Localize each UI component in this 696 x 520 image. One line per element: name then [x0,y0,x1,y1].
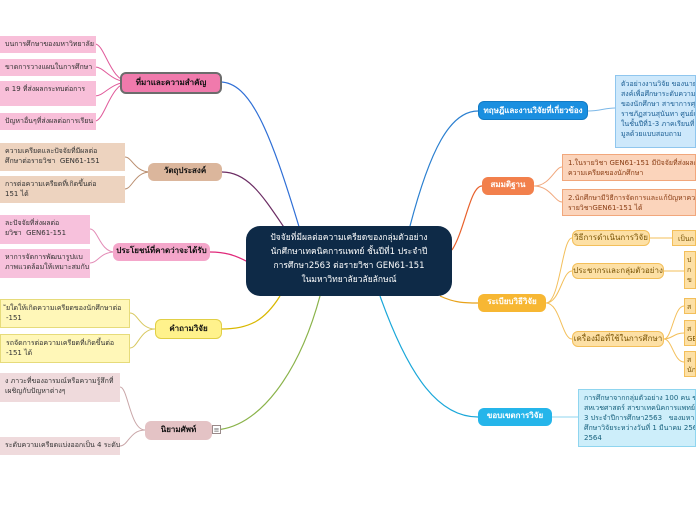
topic-definitions[interactable]: นิยามศัพท์ [145,421,212,440]
topic-methodology[interactable]: ระเบียบวิธีวิจัย [478,294,546,312]
objective-item-1[interactable]: ความเครียดและปัจจัยที่มีผลต่อ ศึกษาต่อรา… [0,143,125,171]
question-item-2[interactable]: รถจัดการต่อความเครียดที่เกิดขึ้นต่อ -151… [0,334,130,363]
background-item-2[interactable]: ขาดการวางแผนในการศึกษา [0,59,96,76]
method-population-detail[interactable]: ป ก ข [684,251,696,289]
hypothesis-item-2[interactable]: 2.นักศึกษามีวิธีการจัดการและแก้ปัญหาควา … [562,189,696,216]
theory-detail[interactable]: ตัวอย่างงานวิจัย ของนาย สงค์เพื่อศึกษาระ… [615,75,696,148]
background-item-3[interactable]: ด 19 ที่ส่งผลกระทบต่อการ [0,81,96,106]
scope-detail[interactable]: การศึกษาจากกลุ่มตัวอย่าง 100 คน ข สหเวชศ… [578,389,696,447]
objective-item-2[interactable]: การต่อความเครียดที่เกิดขึ้นต่อ 151 ได้ [0,176,125,203]
method-sub-instruments[interactable]: เครื่องมือที่ใช้ในการศึกษา [572,331,664,347]
topic-objectives[interactable]: วัตถุประสงค์ [148,163,222,181]
topic-background[interactable]: ที่มาและความสำคัญ [120,72,222,94]
method-instrument-detail-1[interactable]: ส [684,298,696,314]
method-instrument-detail-2[interactable]: ส GE [684,320,696,346]
benefit-item-2[interactable]: หาการจัดการพัฒนารูปแบ ภาพแวดล้อมให้เหมาะ… [0,249,90,278]
central-topic[interactable]: ปัจจัยที่มีผลต่อความเครียดของกลุ่มตัวอย่… [246,226,452,296]
collapse-icon[interactable]: ≡ [212,425,221,434]
topic-benefits[interactable]: ประโยชน์ที่คาดว่าจะได้รับ [113,243,210,261]
question-item-1[interactable]: ัยใดให้เกิดความเครียดของนักศึกษาต่อ -151 [0,299,130,328]
topic-research-questions[interactable]: คำถามวิจัย [155,319,222,339]
topic-theory[interactable]: ทฤษฎีและงานวิจัยที่เกี่ยวข้อง [478,101,588,120]
background-item-1[interactable]: บนการศึกษาของมหาวิทยาลัย [0,36,96,53]
topic-hypothesis[interactable]: สมมติฐาน [482,177,534,195]
method-procedure-detail[interactable]: เป็นก [672,230,696,246]
central-topic-line2: นักศึกษาเทคนิคการแพทย์ ชั้นปีที่1 ประจำป… [270,247,428,257]
definition-item-2[interactable]: ระดับความเครียดแบ่งออกเป็น 4 ระดับ [0,437,120,455]
hypothesis-item-1[interactable]: 1.ในรายวิชา GEN61-151 มีปัจจัยที่ส่งผลต … [562,154,696,181]
background-item-4[interactable]: ปัญหาอื่นๆที่ส่งผลต่อการเรียน [0,113,96,130]
topic-scope[interactable]: ขอบเขตการวิจัย [478,408,552,426]
central-topic-line1: ปัจจัยที่มีผลต่อความเครียดของกลุ่มตัวอย่… [270,233,428,243]
central-topic-line4: ในมหาวิทยาลัยวลัยลักษณ์ [301,275,397,285]
central-topic-line3: การศึกษา2563 ต่อรายวิชา GEN61-151 [273,261,425,271]
method-instrument-detail-3[interactable]: ส นัก [684,351,696,377]
method-sub-procedure[interactable]: วิธีการดำเนินการวิจัย [572,230,650,246]
definition-item-1[interactable]: ง ภาวะที่ของอารมณ์หรือความรู้สึกที่ เผชิ… [0,373,120,402]
method-sub-population[interactable]: ประชากรและกลุ่มตัวอย่าง [572,263,664,279]
benefit-item-1[interactable]: ละปัจจัยที่ส่งผลต่อ ยวิชา GEN61-151 [0,215,90,244]
